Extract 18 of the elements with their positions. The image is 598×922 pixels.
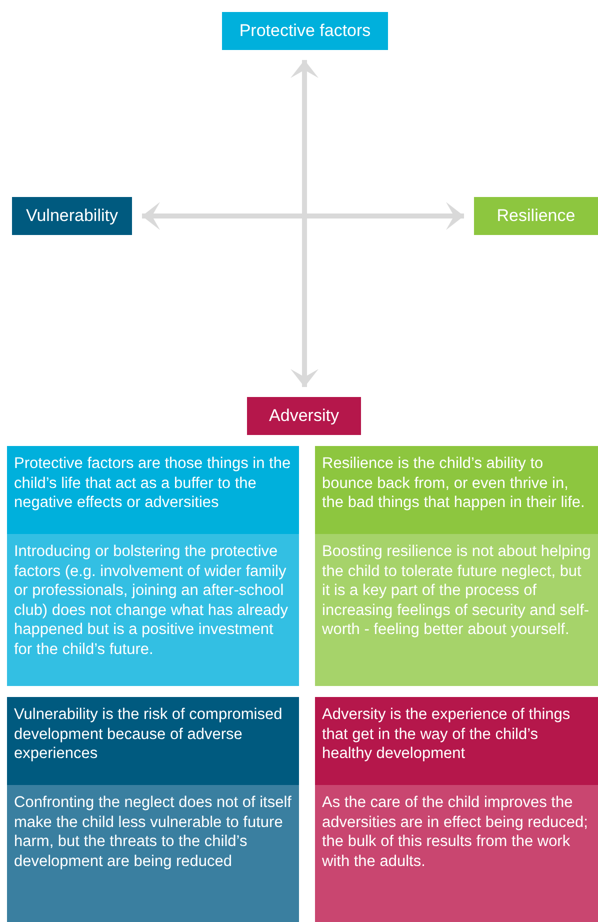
info-card [315, 446, 598, 686]
info-card [7, 697, 299, 922]
card-heading: Vulnerability is the risk of compromised development because of adverse experiences [7, 697, 299, 785]
arrow [142, 202, 464, 230]
card-heading: Resilience is the child’s ability to bounce back from, or even thrive in, the bad things that happen in their life. [315, 446, 598, 534]
card-text: Introducing or bolstering the protective factors (e.g. involvement of wider family or professionals, joining an after-school club) does not change what has already happened but is a positive investment for the child’s future. [7, 534, 299, 686]
axis-label: Vulnerability [12, 197, 132, 235]
card-heading: Protective factors are those things in the child’s life that act as a buffer to the negative effects or adversities [7, 446, 299, 534]
axis-label: Protective factors [222, 12, 388, 50]
axis-label: Adversity [247, 397, 361, 435]
axis-label: Resilience [474, 197, 598, 235]
card-text: Boosting resilience is not about helping the child to tolerate future neglect, but it is a key part of the process of increasing feelings of security and self-worth - feeling better about yourself. [315, 534, 598, 686]
arrow [290, 60, 318, 387]
card-text: Confronting the neglect does not of itself make the child less vulnerable to future harm, but the threats to the child’s development are being reduced [7, 785, 299, 922]
card-text: As the care of the child improves the adversities are in effect being reduced; the bulk of this results from the work with the adults. [315, 785, 598, 922]
card-heading: Adversity is the experience of things that get in the way of the child’s healthy development [315, 697, 598, 785]
info-card [315, 697, 598, 922]
info-card [7, 446, 299, 686]
